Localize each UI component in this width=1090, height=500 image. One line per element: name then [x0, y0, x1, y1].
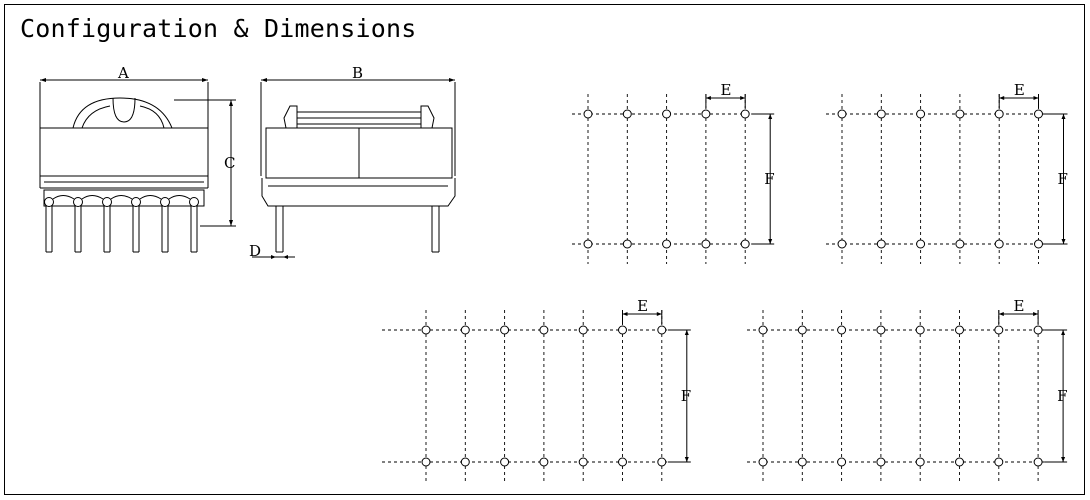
wire-arc: [110, 195, 133, 200]
pcb-hole: [916, 239, 926, 249]
dimension-e-label: E: [1013, 297, 1024, 315]
dimension-f-label: F: [764, 170, 774, 188]
pcb-hole: [539, 457, 549, 467]
pcb-hole: [994, 457, 1004, 467]
pcb-hole: [1033, 325, 1043, 335]
pcb-hole: [460, 457, 470, 467]
pcb-hole: [662, 239, 672, 249]
pcb-hole: [955, 109, 965, 119]
page-title: Configuration & Dimensions: [20, 14, 417, 43]
dimension-a-label: A: [117, 64, 129, 82]
pcb-hole: [500, 325, 510, 335]
pcb-hole: [915, 325, 925, 335]
dimension-c-label: C: [224, 154, 235, 172]
pcb-hole: [837, 239, 847, 249]
pin-loop: [189, 197, 199, 207]
pcb-hole: [500, 457, 510, 467]
pcb-hole: [583, 239, 593, 249]
pcb-hole: [1034, 239, 1043, 249]
pcb-hole: [701, 109, 711, 119]
pcb-hole: [994, 325, 1004, 335]
pcb-hole: [622, 109, 632, 119]
pcb-hole: [994, 109, 1004, 119]
pcb-hole: [876, 457, 886, 467]
pcb-hole: [955, 325, 964, 335]
pcb-hole: [421, 457, 431, 467]
dimension-b-label: B: [352, 64, 363, 82]
pcb-hole: [460, 325, 470, 335]
wire-arc: [139, 195, 162, 200]
pcb-hole: [955, 239, 965, 249]
pcb-hole: [758, 325, 768, 335]
pcb-hole: [657, 325, 667, 335]
pcb-hole: [539, 325, 549, 335]
dimension-e-label: E: [637, 297, 648, 315]
pcb-hole: [421, 325, 431, 335]
layout-8-pin: EF: [747, 297, 1068, 482]
layout-7-pin: EF: [382, 297, 691, 482]
pcb-hole: [916, 109, 926, 119]
pcb-hole: [837, 109, 847, 119]
pcb-hole: [618, 325, 627, 335]
pcb-hole: [876, 109, 886, 119]
pcb-hole: [797, 457, 807, 467]
pcb-hole: [662, 109, 672, 119]
dimension-f-label: F: [1058, 170, 1068, 188]
pin-loop: [102, 197, 112, 207]
pcb-hole: [740, 109, 750, 119]
dimension-f-label: F: [681, 387, 691, 405]
pcb-hole: [578, 325, 588, 335]
pcb-hole: [758, 457, 768, 467]
dimension-e-label: E: [721, 81, 732, 99]
pcb-hole: [797, 325, 807, 335]
pcb-hole: [701, 239, 711, 249]
pcb-hole: [876, 325, 886, 335]
pin-loop: [44, 197, 54, 207]
layout-5-pin: EF: [572, 81, 775, 264]
pin-loop: [131, 197, 141, 207]
drawing-frame: [4, 4, 1085, 495]
pcb-hole: [955, 457, 964, 467]
pcb-hole: [583, 109, 593, 119]
pin-loop: [160, 197, 170, 207]
side-view: [252, 78, 456, 259]
wire-arc: [81, 195, 104, 200]
pin-loop: [73, 197, 83, 207]
pcb-hole: [657, 457, 667, 467]
pcb-hole: [915, 457, 925, 467]
dimension-d-label: D: [249, 242, 261, 260]
wire-arc: [52, 195, 75, 200]
pcb-hole: [578, 457, 588, 467]
pcb-hole: [622, 239, 632, 249]
pcb-hole: [740, 239, 750, 249]
pcb-hole: [994, 239, 1004, 249]
dimension-e-label: E: [1014, 81, 1025, 99]
pcb-hole: [837, 325, 847, 335]
front-view: [39, 78, 236, 253]
wire-arc: [168, 195, 191, 200]
pcb-hole: [618, 457, 627, 467]
pcb-hole: [1033, 457, 1043, 467]
layout-6-pin: EF: [826, 81, 1068, 264]
pcb-hole: [837, 457, 847, 467]
pcb-hole: [876, 239, 886, 249]
pcb-hole: [1034, 109, 1043, 119]
dimension-f-label: F: [1057, 387, 1067, 405]
